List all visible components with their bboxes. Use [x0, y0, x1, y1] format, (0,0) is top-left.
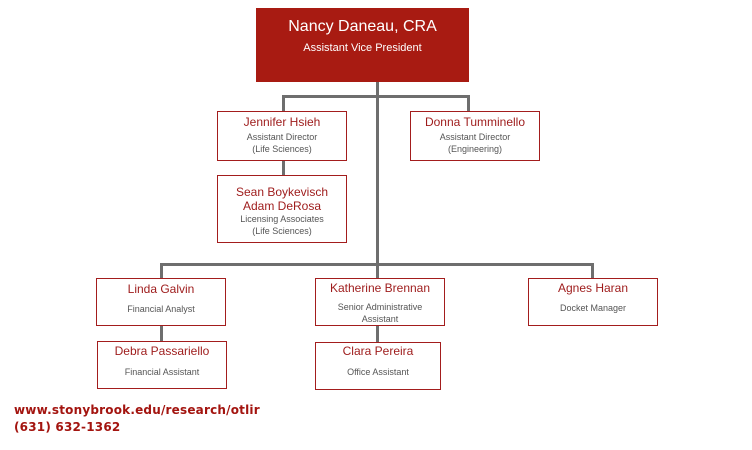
- connector-upper-horizontal: [282, 95, 470, 98]
- node-name: Nancy Daneau, CRA: [288, 18, 437, 35]
- node-name: Linda Galvin: [127, 282, 195, 296]
- connector-to-linda: [160, 263, 163, 278]
- node-agnes-haran: Agnes Haran Docket Manager: [528, 278, 658, 326]
- node-clara-pereira: Clara Pereira Office Assistant: [315, 342, 441, 390]
- node-title-detail: (Life Sciences): [252, 226, 312, 236]
- node-name: Donna Tumminello: [424, 115, 526, 129]
- node-name: Sean Boykevisch: [235, 185, 329, 199]
- node-title-detail: (Engineering): [447, 144, 503, 154]
- node-name: Katherine Brennan: [329, 281, 431, 295]
- connector-trunk: [376, 82, 379, 266]
- node-linda-galvin: Linda Galvin Financial Analyst: [96, 278, 226, 326]
- connector-to-jennifer: [282, 95, 285, 111]
- node-title: Assistant Vice President: [303, 42, 422, 54]
- footer-phone: (631) 632-1362: [14, 420, 121, 434]
- node-title: Docket Manager: [559, 303, 627, 313]
- node-title-detail: Assistant: [361, 314, 399, 324]
- node-donna-tumminello: Donna Tumminello Assistant Director (Eng…: [410, 111, 540, 161]
- node-name: Jennifer Hsieh: [243, 115, 321, 129]
- node-title: Assistant Director: [246, 132, 318, 142]
- node-title: Senior Administrative: [337, 302, 423, 312]
- node-name-second: Adam DeRosa: [242, 199, 322, 213]
- node-title: Financial Analyst: [127, 304, 195, 314]
- connector-linda-to-debra: [160, 326, 163, 341]
- node-name: Agnes Haran: [557, 281, 629, 295]
- node-title: Financial Assistant: [124, 367, 200, 377]
- connector-to-katherine: [376, 263, 379, 278]
- connector-to-donna: [467, 95, 470, 111]
- node-licensing-associates: Sean Boykevisch Adam DeRosa Licensing As…: [217, 175, 347, 243]
- node-jennifer-hsieh: Jennifer Hsieh Assistant Director (Life …: [217, 111, 347, 161]
- connector-to-agnes: [591, 263, 594, 278]
- node-name: Clara Pereira: [342, 344, 414, 358]
- footer-url: www.stonybrook.edu/research/otlir: [14, 403, 260, 417]
- node-assistant-vice-president: Nancy Daneau, CRA Assistant Vice Preside…: [256, 8, 469, 82]
- node-katherine-brennan: Katherine Brennan Senior Administrative …: [315, 278, 445, 326]
- node-title: Licensing Associates: [240, 214, 324, 224]
- node-debra-passariello: Debra Passariello Financial Assistant: [97, 341, 227, 389]
- node-name: Debra Passariello: [114, 344, 210, 358]
- node-title: Office Assistant: [347, 367, 409, 377]
- connector-jennifer-to-associates: [282, 161, 285, 175]
- connector-katherine-to-clara: [376, 326, 379, 342]
- node-title-detail: (Life Sciences): [252, 144, 312, 154]
- node-title: Assistant Director: [439, 132, 511, 142]
